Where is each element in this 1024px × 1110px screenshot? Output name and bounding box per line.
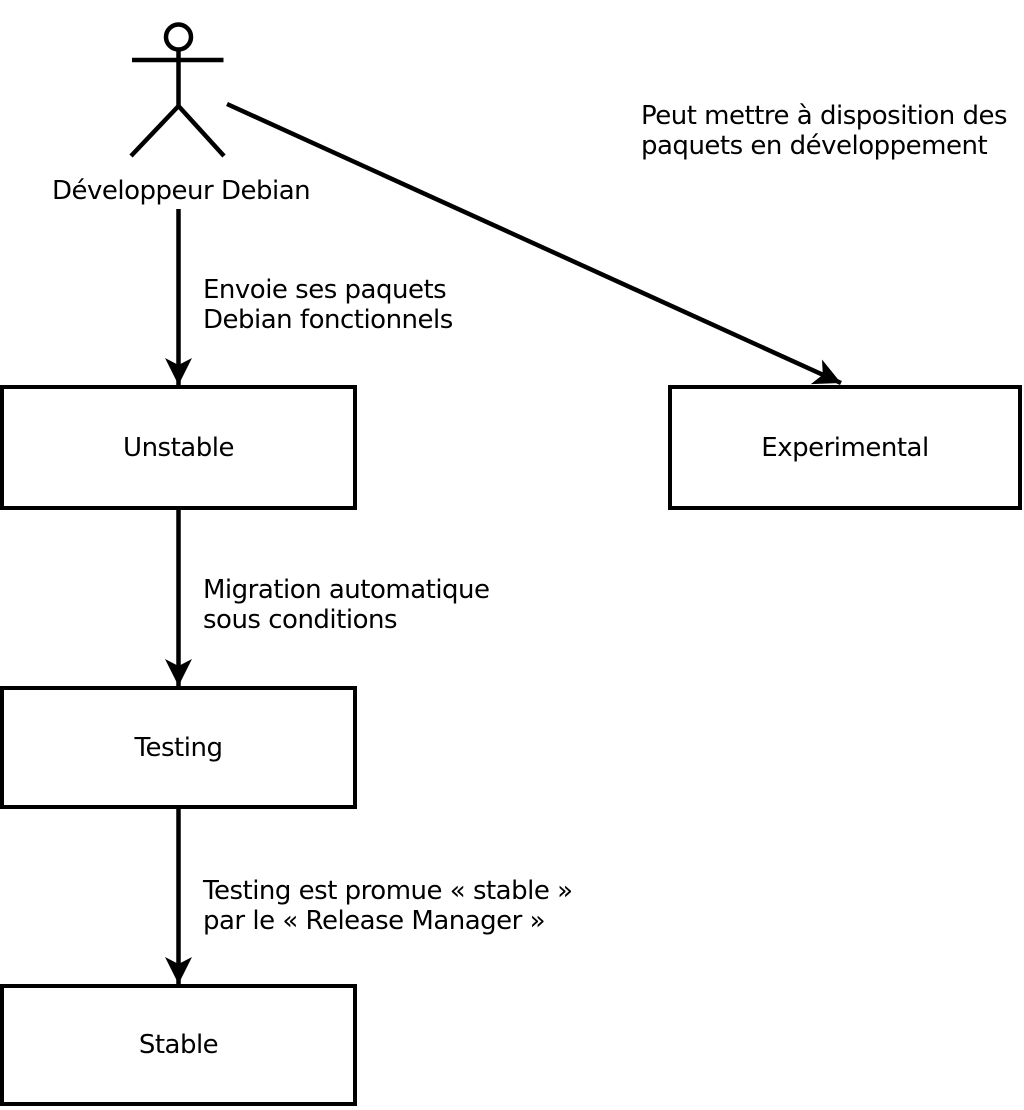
annotation-stable: Testing est promue « stable » par le « R… [203,876,573,936]
annotation-unstable: Envoie ses paquets Debian fonctionnels [203,275,453,335]
annotation-line: Migration automatique [203,575,490,605]
annotation-line: Envoie ses paquets [203,275,447,305]
node-stable: Stable [0,984,357,1106]
node-testing-label: Testing [134,732,223,763]
node-unstable-label: Unstable [123,432,234,463]
annotation-line: paquets en développement [641,131,988,161]
actor-legs [129,102,226,158]
node-unstable: Unstable [0,385,357,510]
node-experimental: Experimental [668,385,1022,510]
annotation-testing: Migration automatique sous conditions [203,575,490,635]
actor-head [163,22,194,52]
node-testing: Testing [0,686,357,809]
node-stable-label: Stable [138,1030,219,1060]
annotation-line: par le « Release Manager » [203,906,546,936]
stick-figure-icon [129,22,226,158]
annotation-line: Debian fonctionnels [203,305,453,335]
annotation-line: Testing est promue « stable » [203,876,573,906]
annotation-line: sous conditions [203,605,397,635]
actor-label: Développeur Debian [52,176,311,206]
node-experimental-label: Experimental [761,432,929,463]
annotation-line: Peut mettre à disposition des [641,101,1008,131]
annotation-experimental: Peut mettre à disposition des paquets en… [641,101,1008,161]
